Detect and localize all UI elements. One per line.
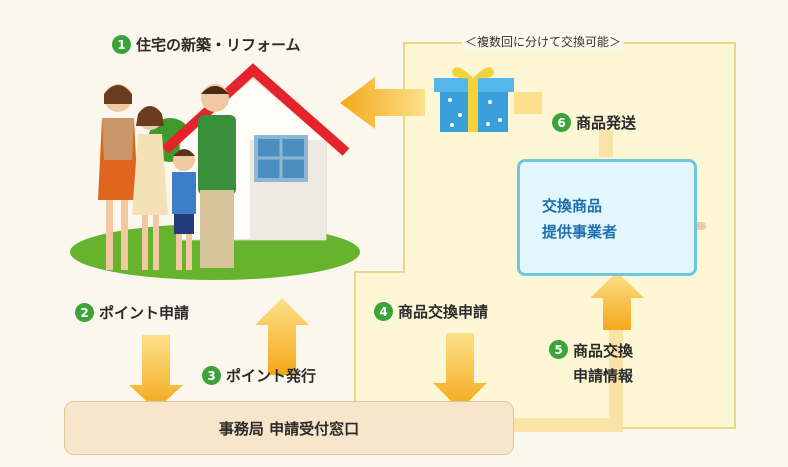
step1-badge: 1 bbox=[112, 35, 131, 54]
step2-text: ポイント申請 bbox=[99, 304, 190, 322]
step2-label: 2 ポイント申請 bbox=[75, 302, 189, 323]
step6-badge: 6 bbox=[552, 113, 571, 132]
step5-label: 5 商品交換 申請情報 bbox=[549, 340, 633, 386]
step4-badge: 4 bbox=[374, 302, 393, 321]
arrow-from-vendor bbox=[514, 92, 542, 114]
arrow-step4-down bbox=[433, 333, 487, 410]
step1-label: 1 住宅の新築・リフォーム bbox=[112, 34, 301, 55]
arrow-to-house bbox=[340, 77, 425, 129]
vendor-label-line2: 提供事業者 bbox=[542, 223, 618, 241]
step5-text-line2: 申請情報 bbox=[573, 367, 634, 385]
family-illustration bbox=[98, 84, 236, 270]
step6-text: 商品発送 bbox=[576, 114, 637, 132]
gift-icon bbox=[434, 67, 514, 132]
arrow-step3-up bbox=[255, 298, 309, 375]
arrow-step2-down bbox=[129, 335, 183, 410]
step6-label: 6 商品発送 bbox=[552, 112, 636, 133]
exchange-note: ＜複数回に分けて交換可能＞ bbox=[462, 33, 625, 50]
step4-label: 4 商品交換申請 bbox=[374, 301, 488, 322]
step3-badge: 3 bbox=[202, 366, 221, 385]
arrow-step5-up bbox=[590, 272, 644, 330]
step1-text: 住宅の新築・リフォーム bbox=[136, 36, 301, 54]
step2-badge: 2 bbox=[75, 303, 94, 322]
step5-badge: 5 bbox=[549, 340, 568, 359]
vendor-label-line1: 交換商品 bbox=[542, 197, 603, 215]
vendor-box: 交換商品 提供事業者 bbox=[517, 159, 697, 276]
office-box: 事務局 申請受付窓口 bbox=[64, 401, 514, 455]
step4-text: 商品交換申請 bbox=[398, 303, 489, 321]
step5-text-line1: 商品交換 bbox=[573, 342, 634, 360]
step3-label: 3 ポイント発行 bbox=[202, 365, 316, 386]
step3-text: ポイント発行 bbox=[226, 367, 317, 385]
